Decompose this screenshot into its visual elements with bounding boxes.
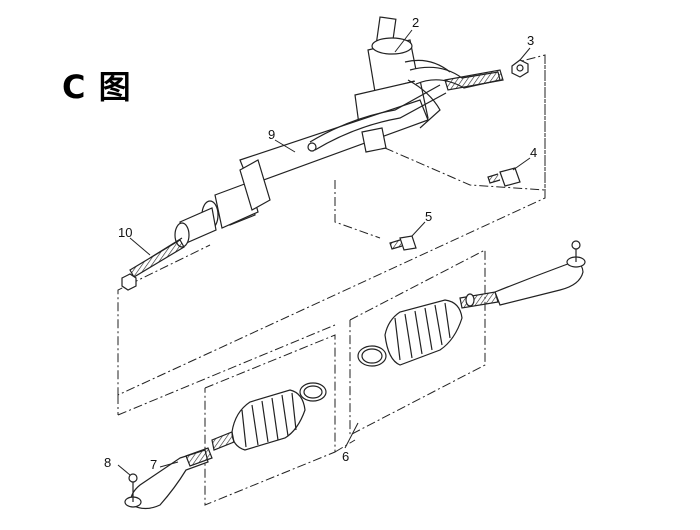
callout-2: 2 (412, 15, 420, 30)
callout-10: 10 (118, 225, 133, 240)
callout-6: 6 (342, 449, 350, 464)
leader-lines (117, 29, 531, 476)
callout-9: 9 (268, 127, 276, 142)
bellows-boot-left (211, 382, 327, 451)
assembly-dash-lines (117, 54, 546, 506)
bellows-boot-right (357, 299, 463, 367)
callout-5: 5 (425, 209, 433, 224)
callout-4: 4 (530, 145, 538, 160)
tie-rod-end-right (459, 240, 586, 309)
nut-10-end (121, 273, 137, 291)
steering-gear-assembly (129, 16, 504, 278)
fasteners (121, 59, 529, 291)
callout-7: 7 (150, 457, 158, 472)
bolt-5 (399, 235, 417, 251)
diagram-title: C 图 (62, 68, 132, 106)
bolt-4 (499, 167, 521, 187)
callout-8: 8 (104, 455, 112, 470)
callout-3: 3 (527, 33, 535, 48)
tie-rod-end-left (124, 447, 213, 510)
